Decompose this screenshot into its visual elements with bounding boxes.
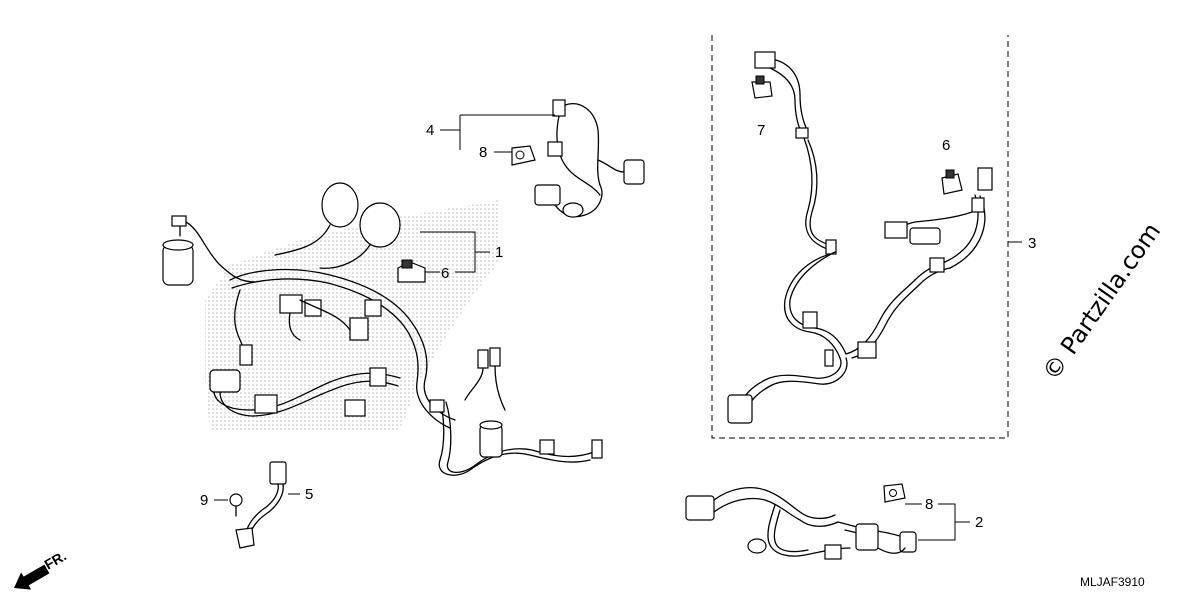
leader-1 bbox=[420, 231, 490, 273]
callout-6-left[interactable]: 6 bbox=[441, 265, 449, 282]
diagram-code: MLJAF3910 bbox=[1080, 575, 1145, 589]
leader-2 bbox=[918, 503, 970, 541]
bolt-9[interactable] bbox=[229, 493, 243, 517]
watermark: © Partzilla.com bbox=[1037, 218, 1166, 386]
callout-3[interactable]: 3 bbox=[1028, 235, 1036, 252]
harness-2[interactable] bbox=[685, 487, 917, 560]
callout-8-top[interactable]: 8 bbox=[479, 144, 487, 161]
clip-6-left[interactable] bbox=[397, 259, 426, 283]
callout-4[interactable]: 4 bbox=[426, 122, 434, 139]
callout-9[interactable]: 9 bbox=[200, 492, 208, 509]
clip-7[interactable] bbox=[751, 75, 773, 99]
callout-8-bottom[interactable]: 8 bbox=[925, 496, 933, 513]
front-direction-arrow-icon bbox=[14, 564, 50, 590]
dashed-border-3 bbox=[711, 35, 1009, 439]
harness-3[interactable] bbox=[727, 51, 993, 424]
callout-2[interactable]: 2 bbox=[975, 514, 983, 531]
sub-harness-4[interactable] bbox=[534, 99, 645, 218]
callout-6-right[interactable]: 6 bbox=[942, 137, 950, 154]
callout-5[interactable]: 5 bbox=[305, 486, 313, 503]
clip-8-bottom[interactable] bbox=[883, 483, 906, 503]
callout-1[interactable]: 1 bbox=[495, 244, 503, 261]
main-wire-harness[interactable] bbox=[162, 182, 603, 476]
callout-7[interactable]: 7 bbox=[757, 122, 765, 139]
leader-4 bbox=[440, 114, 555, 150]
sensor-5[interactable] bbox=[235, 461, 287, 549]
harness-shading bbox=[205, 200, 500, 430]
clip-8-top[interactable] bbox=[511, 145, 536, 166]
clip-6-right[interactable] bbox=[941, 169, 963, 195]
